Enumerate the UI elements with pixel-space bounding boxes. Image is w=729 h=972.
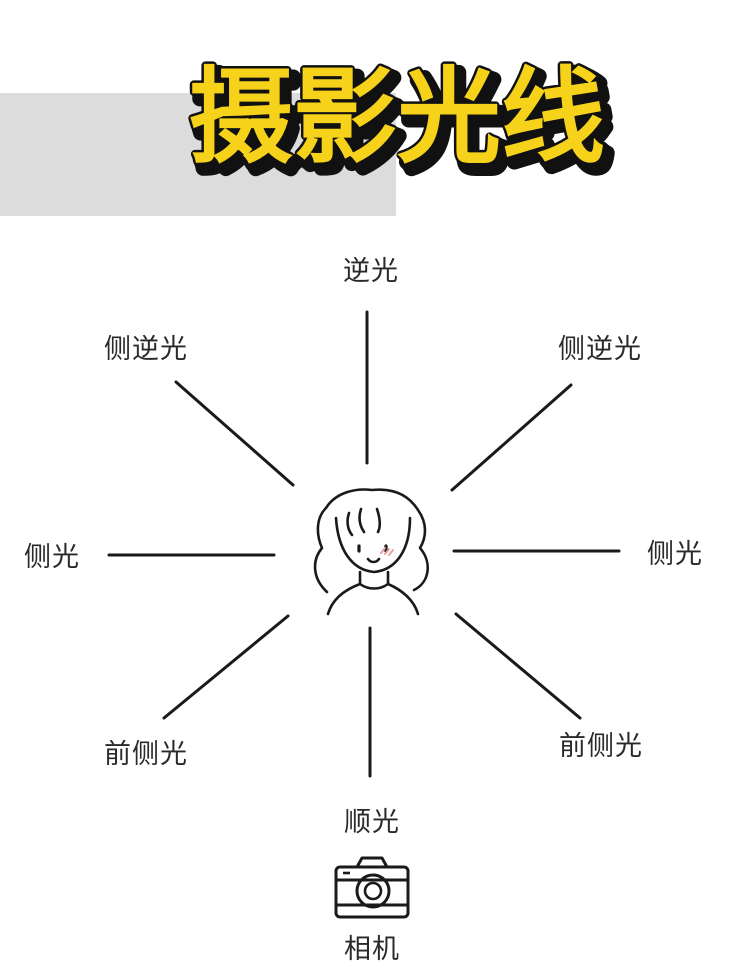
girl-face-icon: [313, 488, 429, 616]
label-camera: 相机: [344, 934, 400, 965]
title-banner: 摄影光线 摄影光线: [186, 54, 617, 192]
label-side-right: 侧光: [647, 539, 703, 570]
title-shadow: 摄影光线: [195, 63, 611, 185]
label-front: 顺光: [344, 807, 400, 838]
label-side-back-right: 侧逆光: [558, 334, 642, 365]
label-side-left: 侧光: [24, 542, 80, 573]
ray-side-back-right: [450, 383, 573, 492]
ray-side-back-left: [174, 380, 295, 487]
label-front-side-right: 前侧光: [559, 731, 643, 762]
camera-icon: [334, 856, 410, 919]
ray-front-side-left: [162, 614, 290, 720]
label-front-side-left: 前侧光: [104, 739, 188, 770]
ray-front-side-right: [454, 612, 582, 720]
label-side-back-left: 侧逆光: [104, 334, 188, 365]
page-title: 摄影光线: [189, 56, 605, 178]
label-back: 逆光: [343, 256, 399, 287]
blush-marks: [380, 547, 394, 556]
title-background-band: [0, 93, 396, 216]
